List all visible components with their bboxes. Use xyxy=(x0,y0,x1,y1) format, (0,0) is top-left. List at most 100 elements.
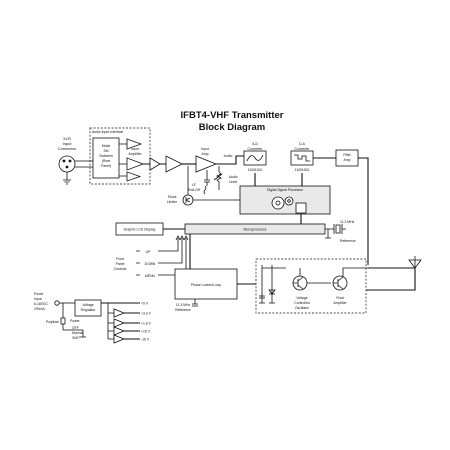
switch-label: Power xyxy=(70,319,80,323)
mode-label-4: (Rear xyxy=(102,159,111,163)
lf-label-2: Roll-Off xyxy=(188,188,199,192)
audio-label: Audio xyxy=(224,154,233,158)
transistor-icon xyxy=(292,275,308,291)
filter-label-2: Amp xyxy=(344,158,351,162)
mode-label-5: Panel) xyxy=(101,164,111,168)
wire-antenna-loop xyxy=(366,275,416,291)
button-down-label: DOWN xyxy=(145,262,156,266)
power-label-2: Input xyxy=(34,297,42,301)
shunt-label-1: Shunt xyxy=(168,195,177,199)
audio-level-label-1: Audio xyxy=(229,175,238,179)
fuse-label: Polyfuse xyxy=(46,320,59,324)
crystal-lower-icon xyxy=(192,299,198,307)
crystal-upper-label-2: Reference xyxy=(340,239,356,243)
ad-label-2: Converter xyxy=(248,147,264,151)
input-amp-label-1: Input xyxy=(201,147,209,151)
xlr-label-2: Input xyxy=(63,141,73,146)
wire-to-ad xyxy=(216,155,244,165)
antenna-icon xyxy=(368,256,422,275)
power-label-4: 200mA xyxy=(34,307,45,311)
input-amplifier-label-2: Amplifier xyxy=(128,152,142,156)
xlr-input-block: XLR Input Connector xyxy=(58,136,93,185)
audio-level-label-2: Level xyxy=(229,180,237,184)
power-label-3: 6-18VDC xyxy=(34,302,48,306)
input-amplifier-label-1: Input xyxy=(131,147,139,151)
diagram-title-line2: Block Diagram xyxy=(199,122,266,133)
vco-label-3: Oscillator xyxy=(295,306,310,310)
power-rails: +5 V +3.3 V +1.8 V +15 V -15 V xyxy=(101,302,152,344)
shunt-limiter: Shunt Limiter xyxy=(167,166,240,206)
xlr-connector-icon xyxy=(58,155,76,185)
final-label-1: Final xyxy=(336,296,344,300)
button-up-label: UP xyxy=(146,250,151,254)
filter-label-1: Filter xyxy=(343,153,351,157)
crystal-lower-label-2: Reference xyxy=(175,308,191,312)
switch-opt-xmit: XMIT xyxy=(72,336,80,340)
front-label-3: Controls xyxy=(114,267,127,271)
microprocessor-label: Microprocessor xyxy=(243,228,267,232)
mode-label-2: Set xyxy=(103,149,108,153)
crystal-icon xyxy=(325,224,346,239)
mode-label-1: Mode xyxy=(102,144,111,148)
rail-3v3: +3.3 V xyxy=(141,312,152,316)
diagram-title-line1: IFBT4-VHF Transmitter xyxy=(181,110,284,121)
rf-section-group xyxy=(255,258,367,314)
buffer-amp-icon xyxy=(149,157,161,171)
input-amp-label-2: Amp xyxy=(202,152,209,156)
front-label-1: Front xyxy=(116,257,124,261)
voltage-regulator: Voltage Regulator xyxy=(74,299,102,317)
xlr-label-3: Connector xyxy=(58,146,77,151)
polyfuse: Polyfuse xyxy=(46,303,66,330)
final-label-2: Amplifier xyxy=(333,301,347,305)
input-amp: Input Amp xyxy=(195,147,218,173)
audio-level-pot: Audio Level xyxy=(213,166,238,190)
da-label-1: D-A xyxy=(299,142,306,146)
phase-locked-loop: Phase Locked Loop xyxy=(174,268,238,300)
vco-label-2: Controlled xyxy=(294,301,310,305)
shunt-label-2: Limiter xyxy=(167,200,178,204)
final-amplifier: Final Amplifier xyxy=(332,267,368,305)
transistor-icon xyxy=(332,275,348,291)
rail-1v8: +1.8 V xyxy=(141,322,152,326)
voltage-controlled-oscillator: Voltage Controlled Oscillator xyxy=(292,268,310,310)
audio-interface-label: Audio Input Interface xyxy=(92,130,123,134)
crystal-lower-label-1: 11.3 MHz xyxy=(176,303,191,307)
ad-converter: A-D Converter 11001001 xyxy=(243,142,267,172)
pll-label: Phase Locked Loop xyxy=(191,283,221,287)
da-converter: D-A Converter 11001001 xyxy=(290,142,314,172)
vco-label-1: Voltage xyxy=(296,296,307,300)
switch-opt-off: OFF xyxy=(72,326,79,330)
rail-15v: +15 V xyxy=(141,330,151,334)
reg-label-2: Regulator xyxy=(81,308,97,312)
filter-amp: Filter Amp xyxy=(335,149,359,167)
wire-filter-down xyxy=(358,157,369,265)
crystal-upper-label-1: 11.3 MHz xyxy=(340,220,355,224)
varactor-network xyxy=(259,265,286,304)
da-bits: 11001001 xyxy=(295,168,310,172)
gear-icon xyxy=(271,196,294,210)
rail-5v: +5 V xyxy=(141,302,149,306)
audio-input-interface-group xyxy=(89,127,151,185)
front-label-2: Panel xyxy=(116,262,125,266)
lcd-label: Graphic LCD Display xyxy=(124,228,156,232)
dsp-label: Digital Signal Processor xyxy=(267,188,304,192)
microprocessor: Microprocessor xyxy=(184,223,326,235)
power-label-1: Power xyxy=(34,292,44,296)
ad-bits: 11001001 xyxy=(248,168,263,172)
lf-label-1: LF xyxy=(192,183,196,187)
reg-label-1: Voltage xyxy=(82,303,93,307)
digital-signal-processor: Digital Signal Processor xyxy=(239,185,331,215)
mode-label-3: Switches xyxy=(99,154,113,158)
mode-set-switches: Mode Set Switches (Rear Panel) xyxy=(92,137,120,179)
bus-junction xyxy=(295,202,307,214)
xlr-label-1: XLR xyxy=(63,136,71,141)
graphic-lcd-display: Graphic LCD Display xyxy=(115,222,164,236)
input-amplifier: Input Amplifier xyxy=(119,138,145,182)
power-input: Power Input 6-18VDC 200mA xyxy=(34,292,75,311)
da-label-2: Converter xyxy=(295,147,311,151)
button-menu-label: MENU xyxy=(145,274,156,278)
lf-rolloff: LF Roll-Off xyxy=(188,170,210,195)
buffer-amp-2-icon xyxy=(165,155,183,173)
